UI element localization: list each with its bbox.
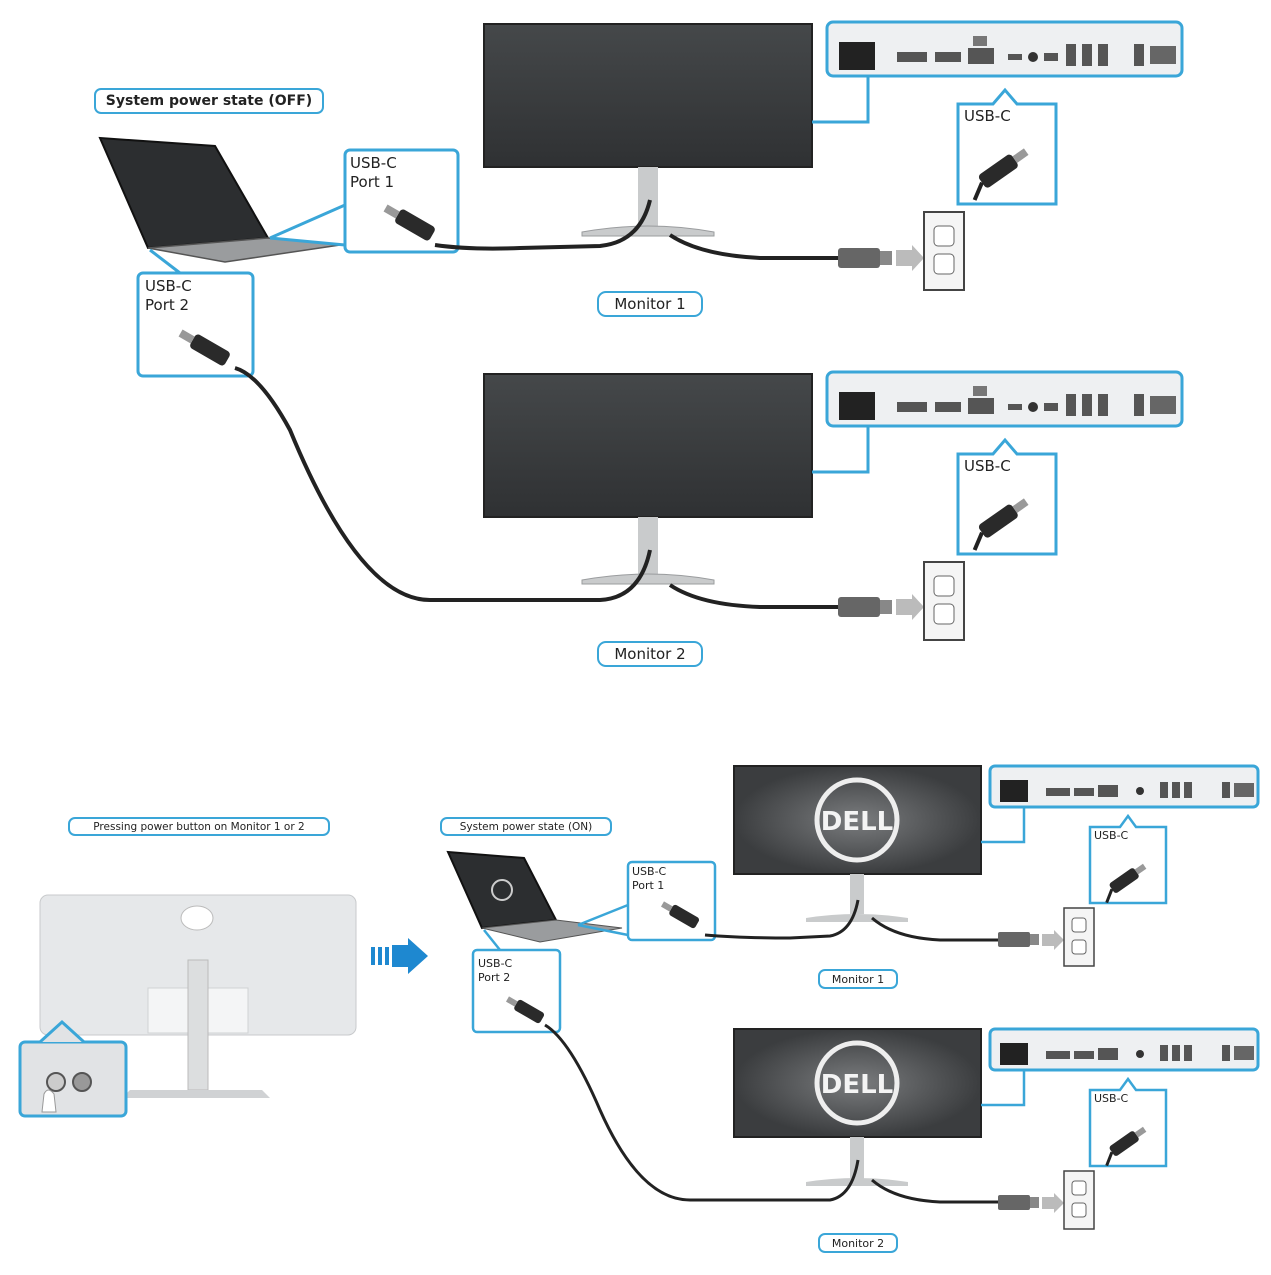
monitor-rear-view [18,894,357,1118]
power-plug-top-1 [838,211,965,291]
monitor2-usbc-label-top: USB-C [964,457,1011,475]
power-plug-top-2 [838,561,965,641]
laptop-port1-label-bottom: USB-C Port 1 [632,865,667,892]
power-plug-bottom-1 [998,907,1095,967]
laptop-top [98,136,341,263]
monitor2-usbc-label-bottom: USB-C [1094,1092,1129,1105]
monitor2-bottom: DELL [733,1028,982,1186]
monitor1-label-bottom: Monitor 1 [818,969,898,989]
laptop-port2-label-bottom: USB-C Port 2 [478,957,513,984]
usbc-plug-icons-bottom [505,863,1147,1167]
monitor2-label-bottom: Monitor 2 [818,1233,898,1253]
monitor1-label-top: Monitor 1 [597,291,703,317]
laptop-port1-label-top: USB-C Port 1 [350,154,397,191]
usbc-plug-icons-top [178,148,1029,551]
callout-leaders-top [149,76,870,474]
callout-leaders-bottom [483,807,1026,1107]
monitor2-top [483,373,813,585]
pressing-power-button-label: Pressing power button on Monitor 1 or 2 [68,817,330,836]
laptop-bottom [446,850,623,943]
laptop-port2-label-top: USB-C Port 2 [145,277,192,314]
cables-bottom [544,899,1000,1204]
monitor2-port-panel [825,370,1184,428]
dell-logo-2: DELL [821,1070,893,1100]
monitor1-usbc-label-bottom: USB-C [1094,829,1129,842]
monitor1-top [483,23,813,237]
power-plug-bottom-2 [998,1170,1095,1230]
dell-logo-1: DELL [821,807,893,837]
system-power-state-on-label: System power state (ON) [440,817,612,836]
monitor2-port-panel-bottom [988,1027,1260,1072]
monitor1-port-panel [825,20,1184,78]
system-power-state-off-label: System power state (OFF) [94,88,324,114]
monitor2-label-top: Monitor 2 [597,641,703,667]
monitor1-port-panel-bottom [988,764,1260,809]
monitor1-usbc-label-top: USB-C [964,107,1011,125]
arrow-right-icon [371,938,428,974]
monitor1-bottom: DELL [733,765,982,922]
cables-top [234,199,840,609]
